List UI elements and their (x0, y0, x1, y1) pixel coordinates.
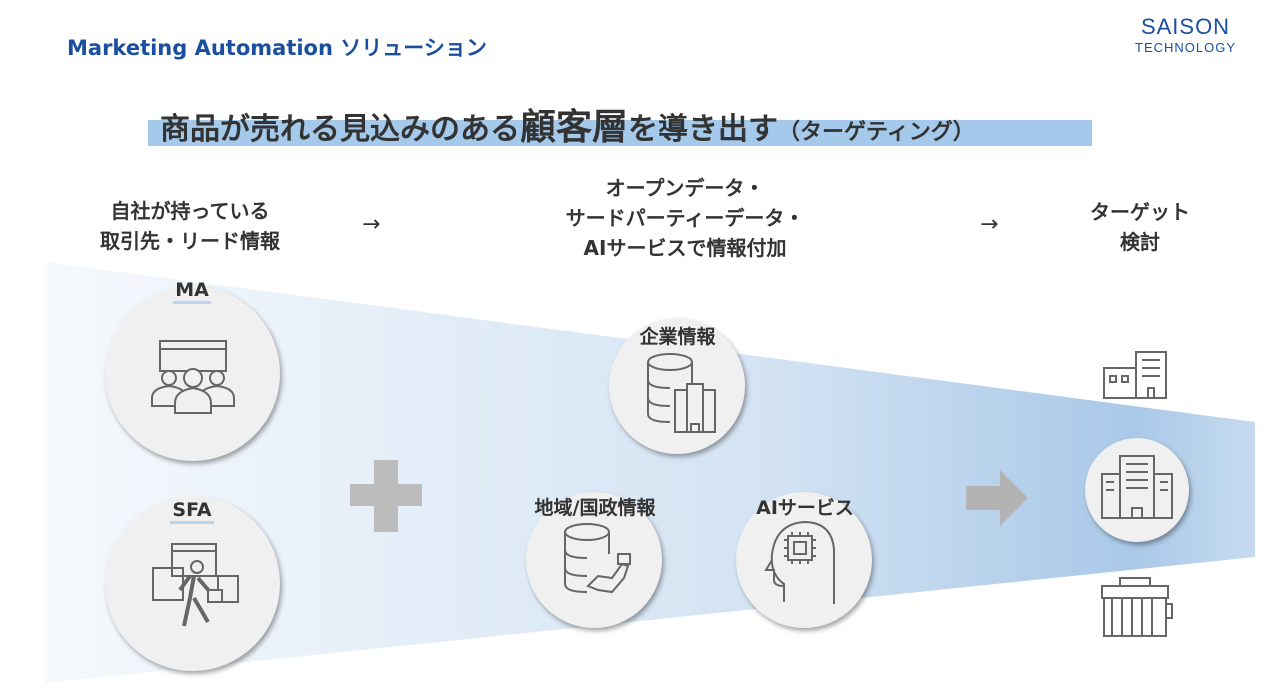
ma-label: MA (162, 279, 222, 304)
headline-emphasis: 顧客層 (520, 107, 629, 148)
saison-technology-logo: SAISON TECHNOLOGY (1135, 14, 1236, 55)
stage-left: 自社が持っている 取引先・リード情報 (70, 196, 310, 256)
region-info-circle (526, 492, 662, 628)
sales-person-icon (152, 543, 239, 627)
headline-part2: を導き出す (628, 112, 779, 147)
office-building-icon (1101, 455, 1173, 519)
stage-right-line: ターゲット (1090, 200, 1190, 224)
stage-right: ターゲット 検討 (1060, 197, 1220, 257)
logo-line2: TECHNOLOGY (1135, 40, 1237, 55)
company-info-label: 企業情報 (639, 326, 716, 348)
plus-icon-vertical (374, 460, 398, 532)
region-info-label: 地域/国政情報 (534, 497, 656, 519)
slide-header: Marketing Automation ソリューション (67, 36, 487, 60)
ai-head-chip-icon (764, 520, 835, 604)
headline-part1: 商品が売れる見込みのある (160, 112, 520, 147)
stage-right-line: 検討 (1120, 230, 1160, 254)
ai-service-label: AIサービス (756, 497, 854, 519)
ma-label-text: MA (173, 279, 211, 304)
arrow-1: → (362, 212, 381, 237)
sfa-label: SFA (157, 499, 227, 524)
database-map-icon (564, 523, 631, 594)
stage-middle-line: AIサービスで情報付加 (583, 236, 787, 260)
small-building-icon (1103, 351, 1167, 399)
headline-highlight (148, 120, 1092, 146)
stage-left-line: 取引先・リード情報 (100, 229, 280, 253)
stage-left-line: 自社が持っている (110, 199, 270, 223)
team-screen-icon (151, 340, 235, 414)
stage-middle-line: サードパーティーデータ・ (565, 206, 805, 230)
arrow-2: → (980, 212, 999, 237)
database-building-icon (647, 353, 716, 433)
stage-middle-line: オープンデータ・ (605, 176, 765, 200)
stage-middle: オープンデータ・ サードパーティーデータ・ AIサービスで情報付加 (520, 173, 850, 263)
logo-line1: SAISON (1140, 14, 1231, 39)
right-arrow-icon (966, 470, 1028, 526)
store-building-icon (1101, 577, 1173, 637)
headline: 商品が売れる見込みのある顧客層を導き出す（ターゲティング） (160, 98, 975, 150)
sfa-label-text: SFA (170, 499, 214, 524)
headline-paren: （ターゲティング） (778, 120, 975, 145)
